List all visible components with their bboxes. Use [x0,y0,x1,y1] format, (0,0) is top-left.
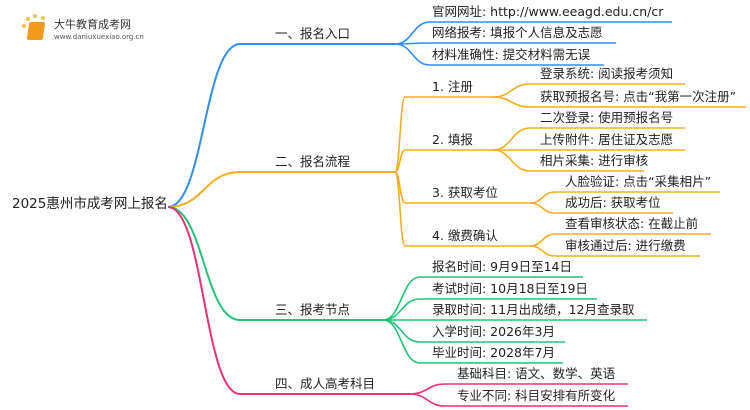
connector-line [394,43,604,66]
logo-url: www.daniuxuexiao.org.cn [54,33,144,41]
leaf-node: 考试时间: 10月18日至19日 [432,281,588,296]
connector-line [167,206,383,321]
connector-line [394,42,616,45]
leaf-node: 获取预报名号: 点击“我第一次注册” [540,89,737,104]
leaf-node: 审核通过后: 进行缴费 [565,238,686,253]
leaf-node: 毕业时间: 2028年7月 [432,345,555,360]
leaf-node: 相片采集: 进行审核 [540,153,649,168]
leaf-node: 官网网址: http://www.eeagd.edu.cn/cr [432,4,664,19]
leaf-node: 入学时间: 2026年3月 [432,324,555,339]
leaf-node: 基础科目: 语文、数学、英语 [457,366,616,381]
root-node: 2025惠州市成考网上报名 [12,196,168,212]
connector-line [167,206,410,395]
leaf-node: 1. 注册 [432,79,473,94]
branch-node: 一、报名入口 [275,26,351,41]
leaf-node: 登录系统: 阅读报考须知 [540,66,674,81]
connector-line [394,96,493,173]
leaf-node: 录取时间: 11月出成绩，12月查录取 [432,302,635,317]
connector-line [492,83,685,98]
site-logo: 大牛教育成考网 www.daniuxuexiao.org.cn [20,14,150,48]
connector-line [409,393,628,407]
logo-title: 大牛教育成考网 [54,18,131,31]
leaf-node: 3. 获取考位 [432,185,498,200]
connector-line [394,149,493,173]
leaf-node: 上传附件: 居住证及志愿 [540,132,674,147]
leaf-node: 专业不同: 科目安排有所变化 [457,388,616,403]
logo-dot [33,14,37,18]
leaf-node: 4. 缴费确认 [432,228,498,243]
leaf-node: 查看审核状态: 在截止前 [565,216,699,231]
leaf-node: 网络报考: 填报个人信息及志愿 [432,25,603,40]
branch-node: 二、报名流程 [275,154,351,169]
connector-line [492,149,644,172]
logo-dot [22,24,26,28]
connector-line [167,43,395,208]
branch-node: 三、报考节点 [275,302,351,317]
logo-dot [41,16,45,20]
connector-line [529,245,700,257]
leaf-node: 材料准确性: 提交材料需无误 [432,47,591,62]
connector-line [492,96,746,108]
logo-dot [26,17,30,21]
connector-line [382,319,563,364]
leaf-node: 2. 填报 [432,132,473,147]
connector-line [529,202,673,214]
leaf-node: 人脸验证: 点击“采集相片” [565,174,712,189]
leaf-node: 报名时间: 9月9日至14日 [432,259,572,274]
connector-line [394,171,530,247]
leaf-node: 成功后: 获取考位 [565,195,661,210]
branch-node: 四、成人高考科目 [275,376,376,391]
connector-line [167,171,395,208]
leaf-node: 二次登录: 使用预报名号 [540,110,674,125]
